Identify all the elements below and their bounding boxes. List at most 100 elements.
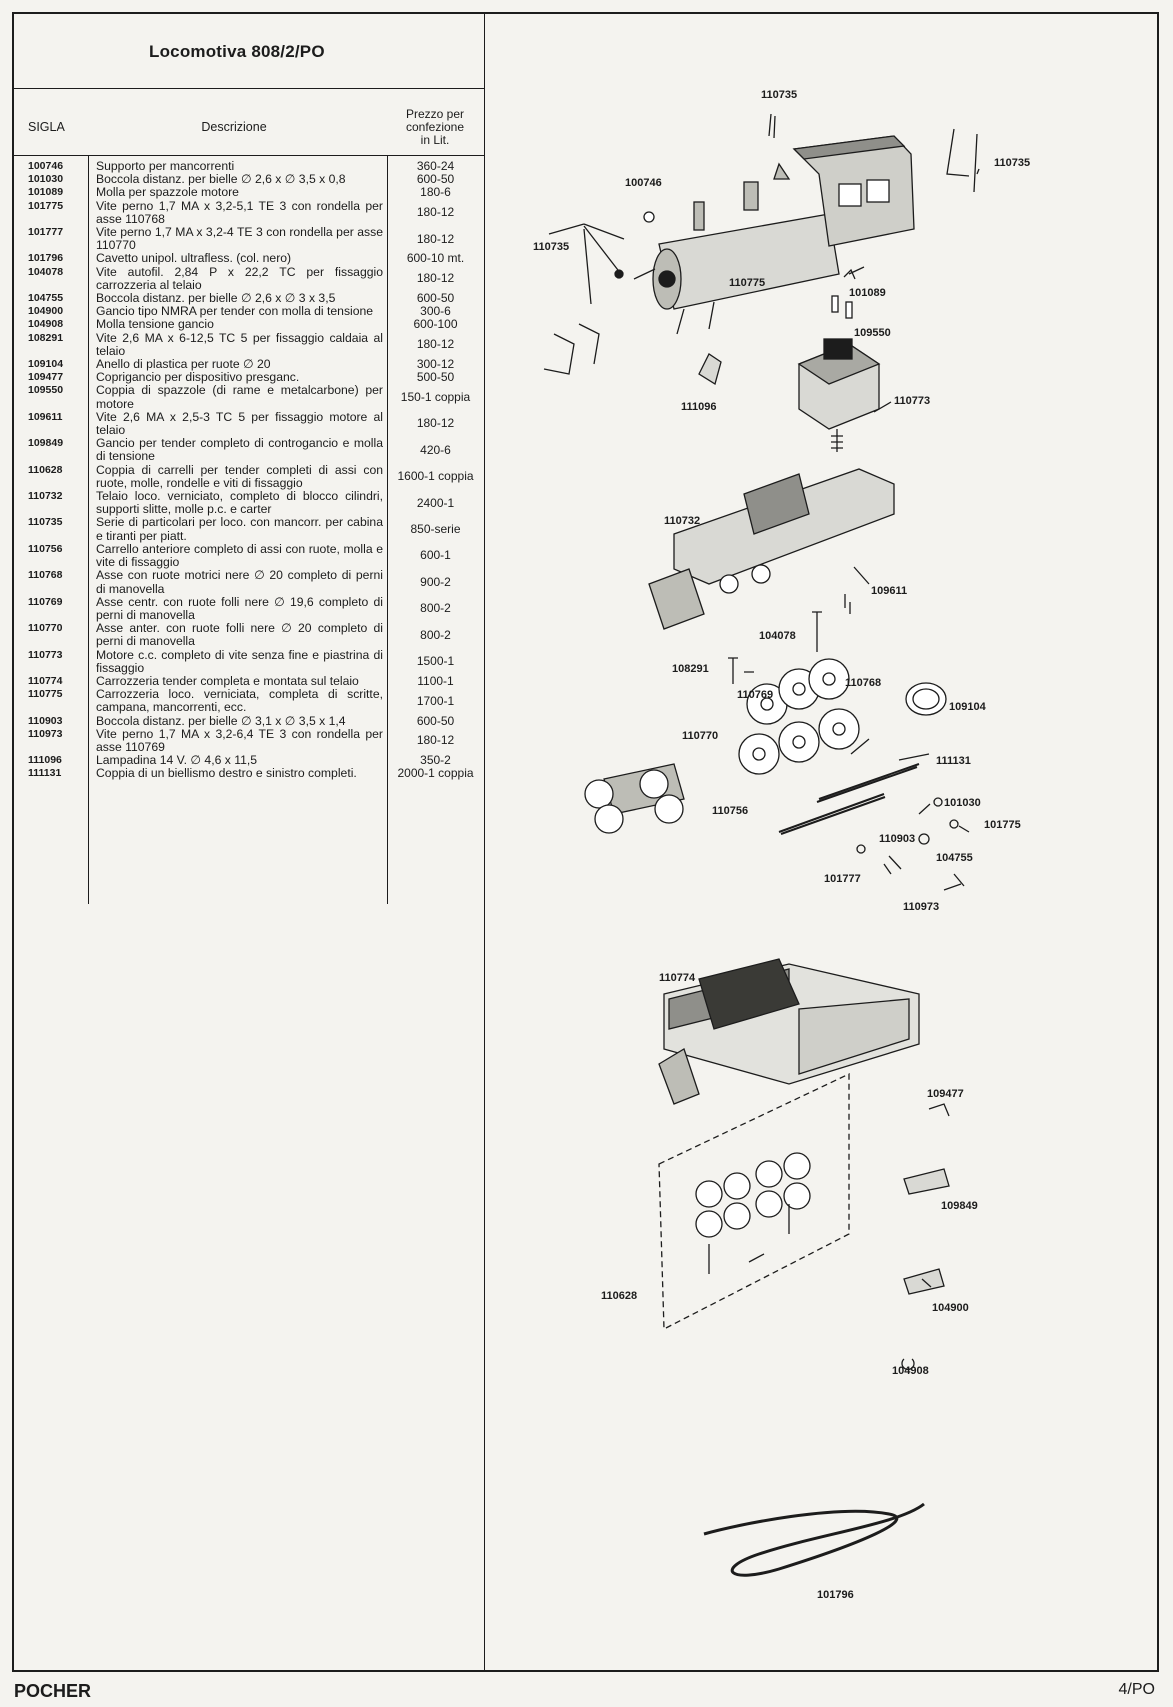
part-price: 180-12 [416,271,455,286]
header-price: Prezzo per confezione in Lit. [387,108,483,147]
part-code: 110732 [28,490,63,503]
part-code: 110775 [28,688,63,701]
part-price: 900-2 [420,574,451,589]
callout-100746: 100746 [625,177,662,189]
callout-110775: 110775 [729,277,765,289]
price-column-rule [387,156,388,904]
code-column-rule [88,156,89,904]
part-code: 110773 [28,648,63,661]
part-description: Coppia di carrelli per tender completi d… [96,462,383,490]
part-price: 2000-1 coppia [397,766,474,781]
part-code: 109849 [28,437,64,450]
callout-109104: 109104 [949,701,987,713]
callout-110732: 110732 [664,515,700,527]
page-number: 4/PO [1118,1681,1155,1698]
part-code: 109550 [28,384,64,397]
part-price: 800-2 [420,627,451,642]
part-code: 100746 [28,160,64,172]
callout-109550: 109550 [854,327,891,339]
callout-110768: 110768 [845,677,881,689]
callout-109477: 109477 [927,1088,964,1100]
table-row: 110732 Telaio loco. verniciato, completo … [14,489,484,517]
callout-110756: 110756 [712,805,748,817]
part-price: 180-6 [420,185,451,200]
column-divider [484,14,485,1670]
part-code: 104078 [28,265,64,278]
callout-110735-left: 110735 [533,241,569,253]
header-price-line: confezione [405,120,465,134]
driving-wheels-drawing [738,658,947,775]
callout-110628: 110628 [601,1290,637,1302]
table-row: 109104 Anello di plastica per ruote ∅ 20 3… [14,357,484,372]
exploded-view-diagram: 110735 110735 110735 100746 110775 10108… [533,89,1030,1601]
part-code: 109104 [28,358,64,371]
loco-body-drawing [652,135,915,335]
part-description: Gancio tipo NMRA per tender con molla di… [96,304,374,319]
callout-101030: 101030 [944,797,981,809]
page-title: Locomotiva 808/2/PO [149,42,325,61]
part-description: Asse centr. con ruote folli nere ∅ 19,6 … [96,594,383,622]
part-price: 2400-1 [416,495,455,510]
part-code: 101796 [28,252,64,265]
table-row: 101030 Boccola distanz. per bielle ∅ 2,6 … [14,173,484,186]
part-description: Anello di plastica per ruote ∅ 20 [96,357,271,372]
callout-104908: 104908 [892,1365,929,1377]
part-description: Asse con ruote motrici nere ∅ 20 complet… [96,568,383,596]
part-price: 600-50 [416,172,455,187]
table-header: SIGLA Descrizione Prezzo per confezione … [14,90,484,156]
callout-110773: 110773 [894,395,930,407]
part-price: 350-2 [420,753,451,768]
part-description: Boccola distanz. per bielle ∅ 2,6 x ∅ 3,… [96,172,346,187]
part-price: 850-serie [410,522,461,537]
callout-101775: 101775 [984,819,1021,831]
part-code: 111096 [28,754,62,767]
part-description: Lampadina 14 V. ∅ 4,6 x 11,5 [96,753,258,768]
part-code: 101030 [28,173,64,186]
callout-110735-right: 110735 [994,157,1030,169]
part-description: Vite perno 1,7 MA x 3,2-6,4 TE 3 con ron… [96,726,383,754]
part-description: Gancio per tender completo di controganc… [96,436,383,464]
part-description: Carrozzeria tender completa e montata su… [96,673,359,688]
part-price: 1600-1 coppia [397,469,474,484]
part-code: 109477 [28,371,64,384]
part-price: 420-6 [420,442,451,457]
front-truck-drawing [584,763,685,834]
part-description: Carrello anteriore completo di assi con … [96,541,383,570]
part-description: Cavetto unipol. ultrafless. (col. nero) [96,251,292,266]
header-price-line: in Lit. [420,133,450,147]
callout-110774: 110774 [659,972,696,984]
table-row: 101796 Cavetto unipol. ultrafless. (col. … [14,252,484,265]
part-price: 300-12 [416,357,455,372]
part-description: Telaio loco. verniciato, completo di blo… [96,489,383,517]
callout-101089: 101089 [849,287,886,299]
callout-109611: 109611 [871,585,907,597]
callout-108291: 108291 [672,663,709,675]
part-code: 108291 [28,331,64,344]
table-row: 111096 Lampadina 14 V. ∅ 4,6 x 11,5 350-2 [14,753,484,768]
part-description: Coppia di spazzole (di rame e metalcarbo… [96,383,383,411]
callout-104900: 104900 [932,1302,969,1314]
callout-101796: 101796 [817,1589,854,1601]
callout-110903: 110903 [879,833,915,845]
callout-110769: 110769 [737,689,773,701]
part-price: 600-100 [413,317,458,332]
part-description: Asse anter. con ruote folli nere ∅ 20 co… [96,621,383,649]
part-description: Coprigancio per dispositivo presganc. [96,370,300,385]
part-price: 600-50 [416,291,455,306]
part-code: 110735 [28,516,63,529]
part-code: 110769 [28,595,63,608]
tender-trucks-drawing [695,1152,811,1238]
part-code: 111131 [28,767,62,780]
part-price: 360-24 [416,159,455,173]
table-row: 110770 Asse anter. con ruote folli nere ∅… [14,621,484,649]
part-code: 110770 [28,622,63,635]
